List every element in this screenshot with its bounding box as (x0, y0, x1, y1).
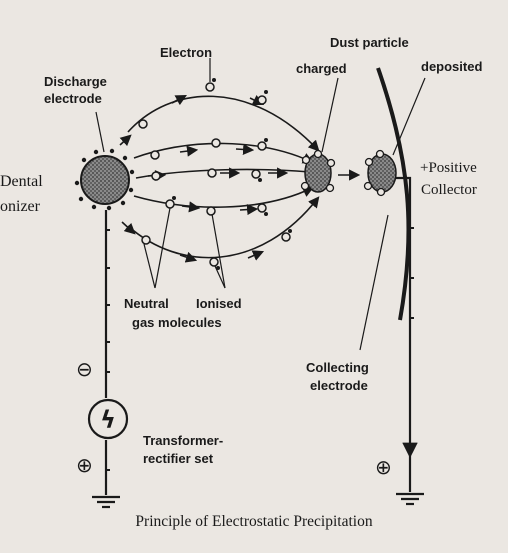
label-discharge-electrode-2: electrode (44, 91, 102, 106)
deposited-dust-particle (363, 149, 397, 197)
label-transformer-1: Transformer- (143, 433, 223, 448)
discharge-electrode (74, 148, 135, 211)
minus-icon: ⊖ (76, 357, 93, 381)
label-dental-1: Dental (0, 173, 43, 190)
label-pointers (95, 58, 426, 351)
transformer-rectifier-symbol: ϟ (87, 398, 129, 440)
label-positive-collector-2: Collector (421, 182, 477, 198)
label-ionised: Ionised (196, 296, 242, 311)
label-collecting-1: Collecting (306, 360, 369, 375)
label-discharge-electrode-1: Discharge (44, 74, 107, 89)
label-positive-collector-1: +Positive (420, 160, 477, 176)
label-neutral: Neutral (124, 296, 169, 311)
label-gas-molecules: gas molecules (132, 315, 222, 330)
left-wire (92, 210, 120, 509)
label-electron: Electron (160, 45, 212, 60)
collecting-electrode (376, 67, 424, 506)
plus-icon-left: ⊕ (76, 453, 93, 477)
plus-icon-right: ⊕ (375, 455, 392, 479)
electrons (172, 78, 292, 270)
charged-dust-particle (300, 149, 336, 193)
lightning-icon: ϟ (100, 406, 116, 434)
label-dental-2: onizer (0, 198, 41, 215)
label-collecting-2: electrode (310, 378, 368, 393)
label-charged: charged (296, 61, 347, 76)
caption: Principle of Electrostatic Precipitation (135, 513, 372, 530)
label-dust-particle: Dust particle (330, 35, 409, 50)
label-deposited: deposited (421, 59, 482, 74)
label-transformer-2: rectifier set (143, 451, 214, 466)
